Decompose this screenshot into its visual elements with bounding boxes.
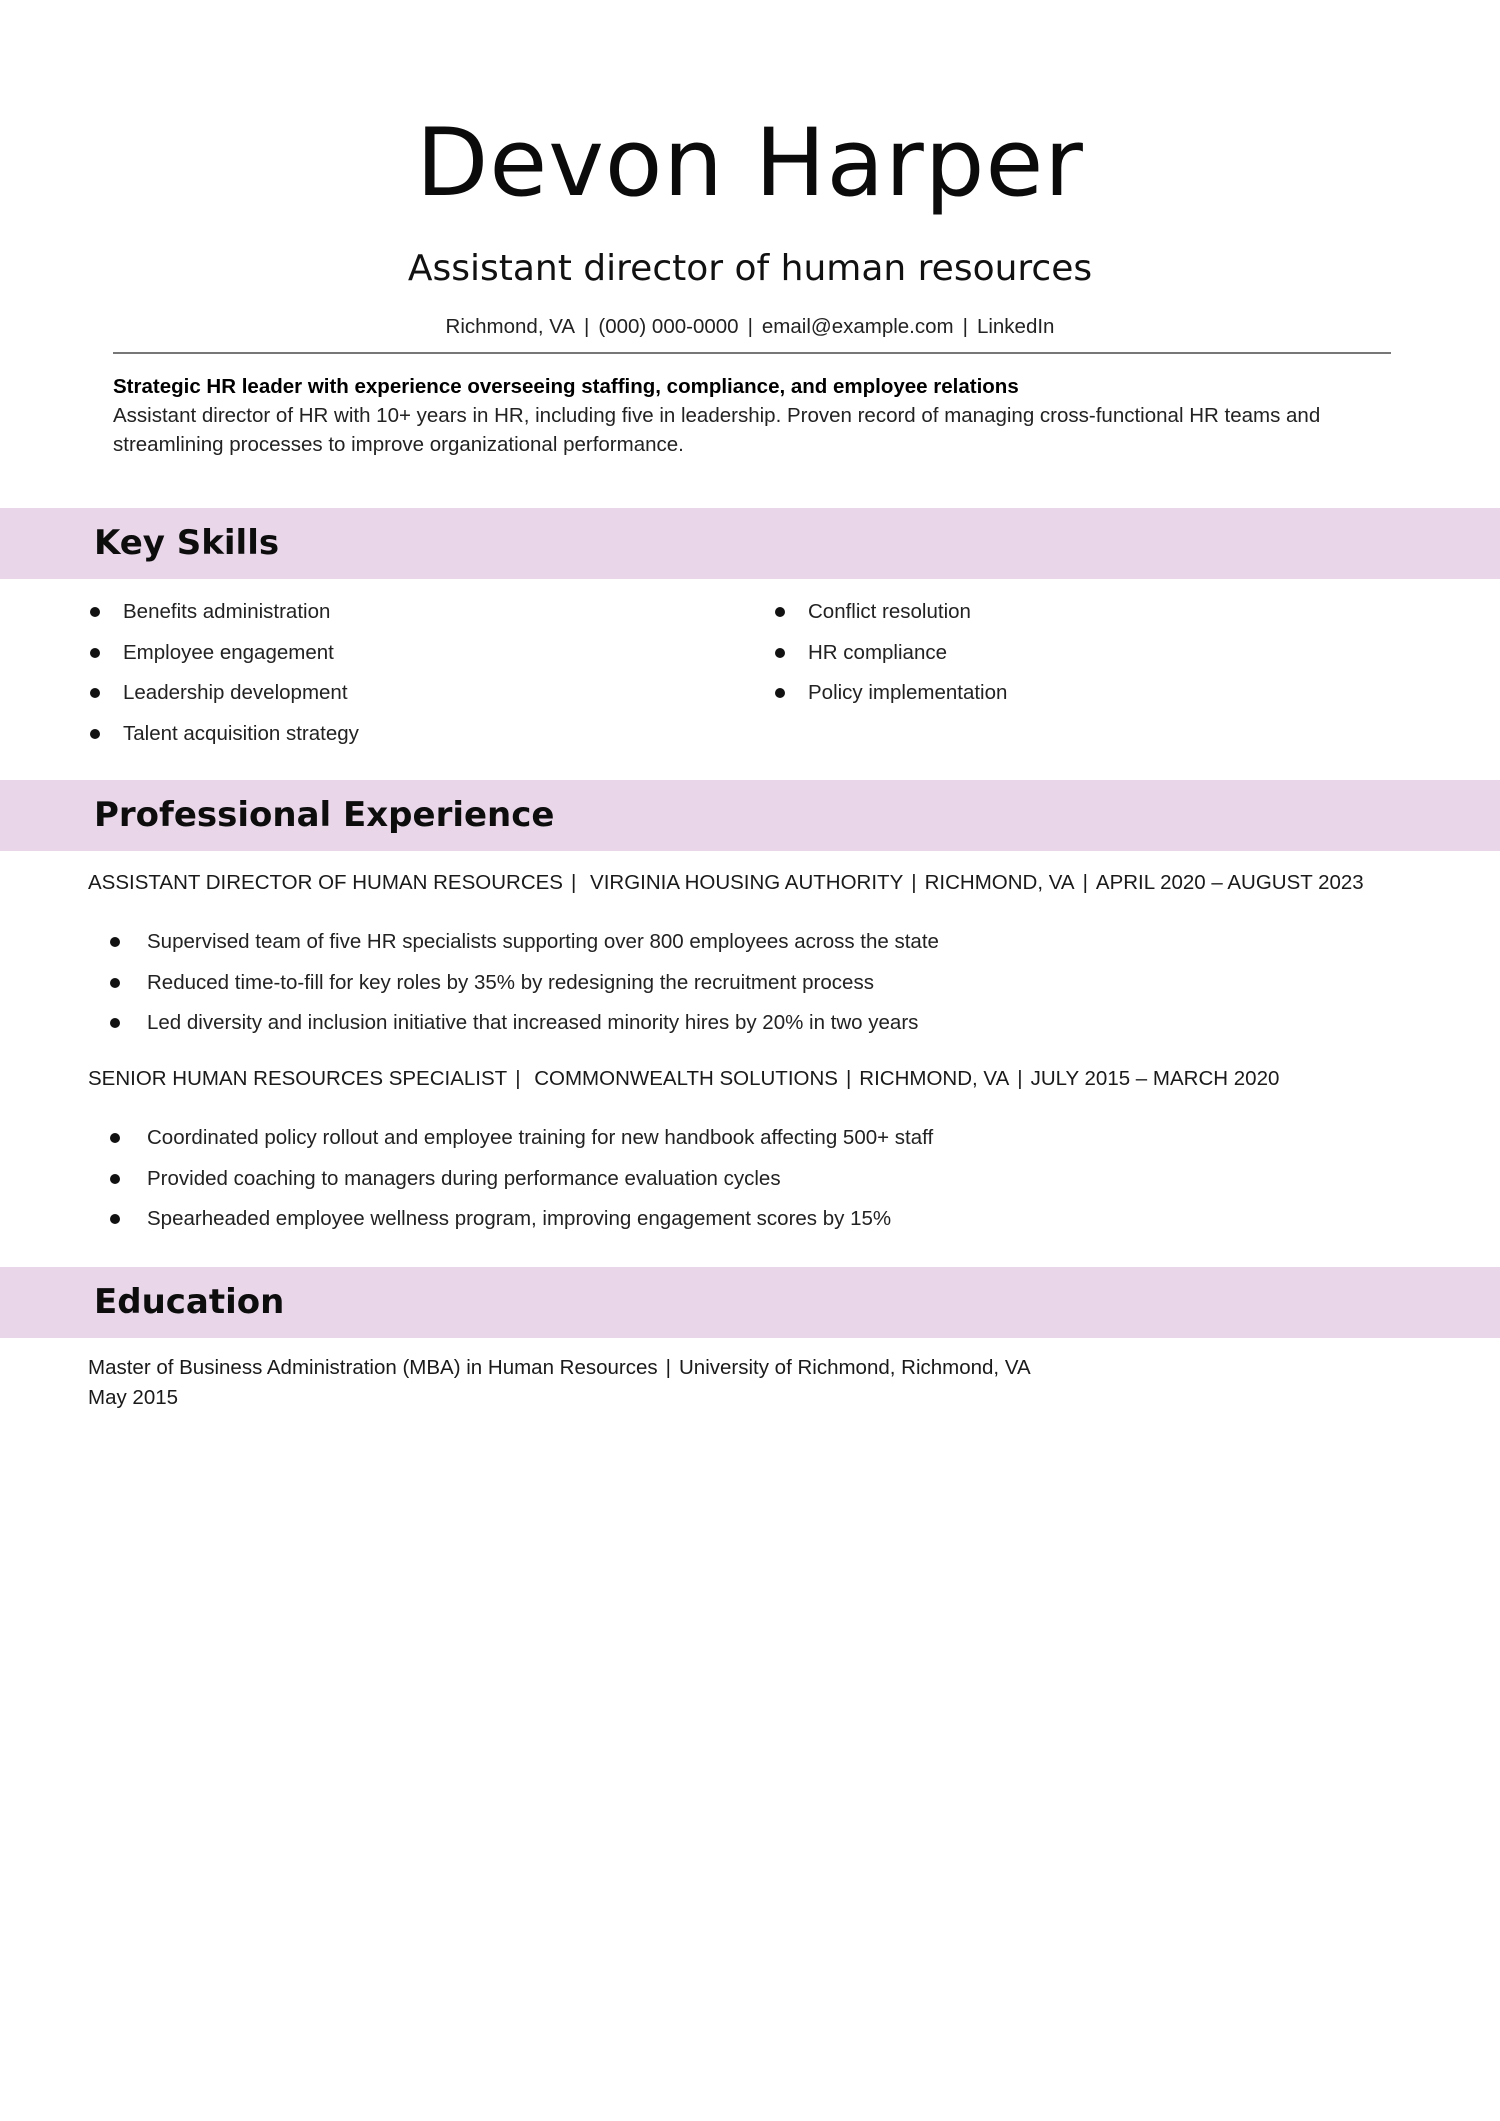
bullet-icon	[90, 688, 100, 698]
education-entry: Master of Business Administration (MBA) …	[88, 1353, 1031, 1413]
bullet-icon	[110, 1018, 120, 1028]
skill-item: Benefits administration	[90, 592, 359, 633]
job-bullet-list: Coordinated policy rollout and employee …	[110, 1118, 933, 1240]
contact-email[interactable]: email@example.com	[761, 315, 954, 338]
bullet-icon	[110, 1214, 120, 1224]
job-separator: |	[845, 1067, 852, 1090]
job-separator: |	[515, 1067, 521, 1090]
contact-separator: |	[962, 315, 968, 338]
header-divider	[113, 352, 1391, 354]
job-bullet: Spearheaded employee wellness program, i…	[110, 1199, 933, 1240]
candidate-name: Devon Harper	[416, 109, 1084, 218]
bullet-icon	[90, 728, 100, 739]
skills-section-header: Key Skills	[0, 508, 1500, 579]
summary-section: Strategic HR leader with experience over…	[113, 372, 1393, 459]
job-company: COMMONWEALTH SOLUTIONS	[534, 1067, 838, 1090]
bullet-icon	[110, 977, 120, 988]
skill-item: Talent acquisition strategy	[90, 714, 359, 755]
skill-item: HR compliance	[775, 633, 1007, 674]
job-bullet-list: Supervised team of five HR specialists s…	[110, 922, 939, 1044]
job-title: ASSISTANT DIRECTOR OF HUMAN RESOURCES	[88, 871, 563, 894]
bullet-icon	[90, 607, 100, 617]
contact-phone: (000) 000-0000	[598, 315, 739, 338]
bullet-icon	[110, 937, 120, 947]
bullet-icon	[90, 647, 100, 658]
job-bullet: Reduced time-to-fill for key roles by 35…	[110, 963, 939, 1004]
skill-item: Conflict resolution	[775, 592, 1007, 633]
job-separator: |	[1082, 871, 1088, 894]
education-heading: Education	[94, 1282, 285, 1322]
skill-item: Policy implementation	[775, 673, 1007, 714]
skills-list-left: Benefits administration Employee engagem…	[90, 592, 359, 754]
education-section-header: Education	[0, 1267, 1500, 1338]
job-location: RICHMOND, VA	[924, 871, 1075, 894]
job-location: RICHMOND, VA	[859, 1067, 1010, 1090]
education-date: May 2015	[88, 1386, 179, 1409]
summary-text: Assistant director of HR with 10+ years …	[113, 404, 1321, 456]
bullet-icon	[110, 1173, 120, 1184]
job-title: SENIOR HUMAN RESOURCES SPECIALIST	[88, 1067, 508, 1090]
job-bullet: Led diversity and inclusion initiative t…	[110, 1003, 939, 1044]
job-company: VIRGINIA HOUSING AUTHORITY	[590, 871, 904, 894]
job-dates: JULY 2015 – MARCH 2020	[1030, 1067, 1280, 1090]
bullet-icon	[775, 647, 785, 658]
candidate-title: Assistant director of human resources	[407, 248, 1093, 289]
experience-section-header: Professional Experience	[0, 780, 1500, 851]
experience-heading: Professional Experience	[94, 795, 555, 835]
contact-linkedin[interactable]: LinkedIn	[976, 315, 1055, 338]
education-separator: |	[665, 1356, 671, 1379]
job-separator: |	[570, 871, 577, 894]
bullet-icon	[775, 688, 785, 698]
job-bullet: Coordinated policy rollout and employee …	[110, 1118, 933, 1159]
education-degree: Master of Business Administration (MBA) …	[88, 1356, 658, 1379]
contact-line: Richmond, VA | (000) 000-0000 | email@exampl…	[0, 312, 1500, 342]
job-header: ASSISTANT DIRECTOR OF HUMAN RESOURCES | V…	[88, 868, 1364, 898]
bullet-icon	[110, 1133, 120, 1143]
job-separator: |	[1017, 1067, 1023, 1090]
job-bullet: Provided coaching to managers during per…	[110, 1159, 933, 1200]
skill-item: Leadership development	[90, 673, 359, 714]
skills-list-right: Conflict resolution HR compliance Policy…	[775, 592, 1007, 714]
summary-headline: Strategic HR leader with experience over…	[113, 375, 1019, 398]
job-header: SENIOR HUMAN RESOURCES SPECIALIST | COMMO…	[88, 1064, 1279, 1094]
job-bullet: Supervised team of five HR specialists s…	[110, 922, 939, 963]
job-dates: APRIL 2020 – AUGUST 2023	[1095, 871, 1364, 894]
contact-separator: |	[584, 315, 590, 338]
skills-heading: Key Skills	[94, 523, 280, 563]
bullet-icon	[775, 607, 785, 617]
job-separator: |	[911, 871, 917, 894]
contact-location: Richmond, VA	[445, 315, 576, 338]
education-school: University of Richmond, Richmond, VA	[678, 1356, 1031, 1379]
contact-separator: |	[747, 315, 753, 338]
skill-item: Employee engagement	[90, 633, 359, 674]
